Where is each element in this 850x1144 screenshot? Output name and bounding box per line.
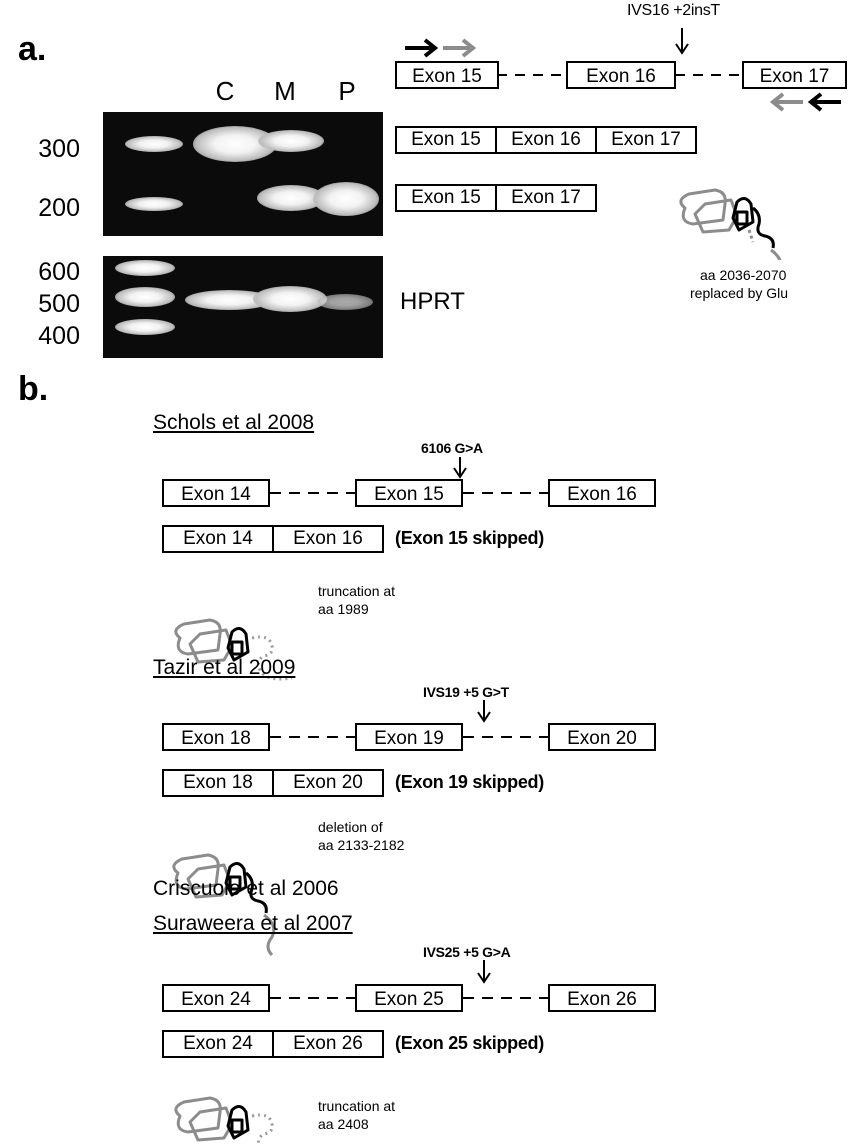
panel-a-lines xyxy=(405,28,841,260)
case-3-skip-note: (Exon 25 skipped) xyxy=(395,1033,544,1053)
exon-segment: Exon 26 xyxy=(272,1032,382,1056)
reverse-primer-outer xyxy=(807,92,841,112)
case-2-mutation: IVS19 +5 G>T xyxy=(423,684,509,700)
exon-box: Exon 16 xyxy=(566,61,676,89)
exon-box: Exon 14 xyxy=(162,479,270,507)
mutation-label-a: IVS16 +2insT xyxy=(627,2,720,19)
protein-icon xyxy=(174,1096,274,1144)
lane-label-m: M xyxy=(274,76,296,106)
exon-box: Exon 15 xyxy=(395,61,499,89)
transcript-skipped: Exon 15 Exon 17 xyxy=(395,184,597,212)
gel-hprt xyxy=(103,256,383,358)
exon-segment: Exon 16 xyxy=(495,128,595,152)
gel-band xyxy=(258,130,324,152)
exon-segment: Exon 15 xyxy=(411,129,481,150)
exon-box: Exon 25 xyxy=(355,984,463,1012)
exon-box: Exon 18 xyxy=(162,723,270,751)
case-3-mutation: IVS25 +5 G>A xyxy=(423,944,511,960)
protein-note-1: aa 2036-2070 xyxy=(700,267,787,283)
gel-band xyxy=(125,197,183,211)
panel-b-letter: b. xyxy=(18,370,49,408)
exon-segment: Exon 20 xyxy=(272,771,382,795)
gel-band xyxy=(253,286,327,312)
protein-note-2: replaced by Glu xyxy=(690,285,789,301)
reverse-primer-inner xyxy=(769,92,803,112)
case-1-spliced: Exon 14 Exon 16 xyxy=(162,525,384,553)
case-3-spliced: Exon 24 Exon 26 xyxy=(162,1030,384,1058)
exon-segment: Exon 15 xyxy=(411,187,481,208)
case-1-mutation: 6106 G>A xyxy=(421,440,483,456)
exon-segment: Exon 17 xyxy=(495,186,595,210)
exon-box: Exon 26 xyxy=(548,984,656,1012)
transcript-full: Exon 15 Exon 16 Exon 17 xyxy=(395,126,697,154)
marker-200: 200 xyxy=(38,194,80,222)
exon-box: Exon 19 xyxy=(355,723,463,751)
exon-box: Exon 17 xyxy=(742,61,847,89)
forward-primer-inner xyxy=(443,38,477,58)
forward-primer-outer xyxy=(405,38,439,58)
gel-band xyxy=(115,260,175,276)
gel-band xyxy=(313,182,379,216)
gel-band xyxy=(115,287,175,307)
lane-label-p: P xyxy=(338,76,356,106)
case-2-effect-1: deletion of xyxy=(318,819,383,835)
case-2-effect-2: aa 2133-2182 xyxy=(318,837,405,853)
gel-band xyxy=(125,136,183,152)
case-3-reference-2: Suraweera et al 2007 xyxy=(153,912,353,935)
gel-band xyxy=(317,294,373,310)
case-2-reference: Tazir et al 2009 xyxy=(153,656,296,679)
protein-icon xyxy=(679,188,782,260)
case-3-effect-2: aa 2408 xyxy=(318,1116,369,1132)
case-1-reference: Schols et al 2008 xyxy=(153,411,315,434)
gel-band xyxy=(185,290,273,310)
hprt-label: HPRT xyxy=(400,288,465,315)
exon-segment: Exon 24 xyxy=(183,1033,253,1054)
case-2-skip-note: (Exon 19 skipped) xyxy=(395,772,544,792)
marker-300: 300 xyxy=(38,135,80,163)
protein-icon xyxy=(174,618,293,681)
exon-segment: Exon 14 xyxy=(183,528,253,549)
exon-box: Exon 15 xyxy=(355,479,463,507)
gel-band xyxy=(115,319,175,335)
marker-400: 400 xyxy=(38,322,80,350)
case-2-spliced: Exon 18 Exon 20 xyxy=(162,769,384,797)
lane-label-c: C xyxy=(215,76,235,106)
exon-segment: Exon 17 xyxy=(595,128,695,152)
marker-600: 600 xyxy=(38,258,80,286)
marker-500: 500 xyxy=(38,290,80,318)
exon-box: Exon 24 xyxy=(162,984,270,1012)
exon-box: Exon 16 xyxy=(548,479,656,507)
gel-rtpcr xyxy=(103,112,383,236)
exon-segment: Exon 18 xyxy=(183,772,253,793)
case-1-effect-2: aa 1989 xyxy=(318,601,369,617)
case-3-effect-1: truncation at xyxy=(318,1098,396,1114)
protein-icon xyxy=(172,853,276,957)
case-1-effect-1: truncation at xyxy=(318,583,396,599)
exon-segment: Exon 16 xyxy=(272,527,382,551)
panel-b-lines xyxy=(172,457,548,1144)
panel-a-letter: a. xyxy=(18,30,47,68)
case-1-skip-note: (Exon 15 skipped) xyxy=(395,528,544,548)
case-3-reference-1: Criscuolo et al 2006 xyxy=(153,877,339,900)
exon-box: Exon 20 xyxy=(548,723,656,751)
